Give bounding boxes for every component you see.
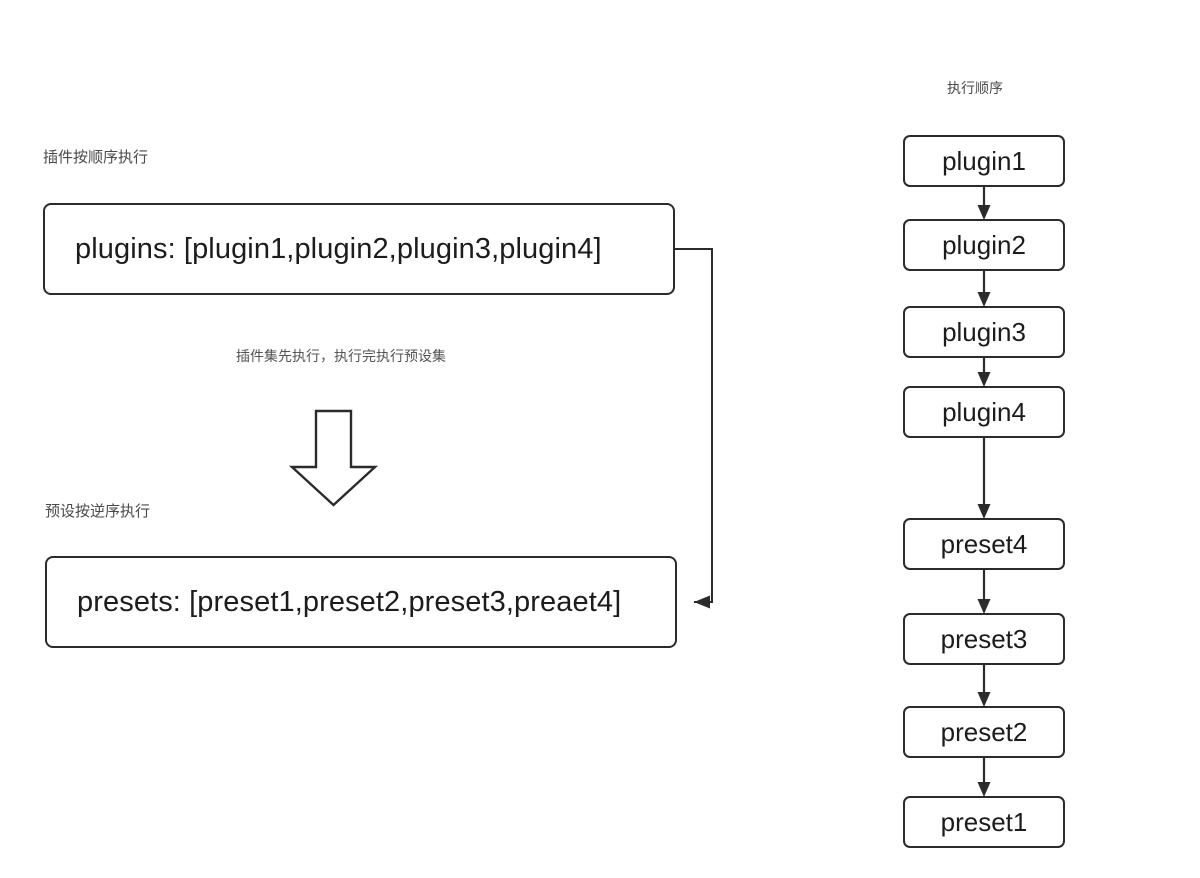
flow-node-plugin3: plugin3 bbox=[903, 306, 1065, 358]
down-arrow-icon-4 bbox=[977, 438, 991, 519]
flow-node-preset3: preset3 bbox=[903, 613, 1065, 665]
flow-node-label: plugin3 bbox=[942, 316, 1026, 347]
flow-node-preset4: preset4 bbox=[903, 518, 1065, 570]
block-down-arrow-icon bbox=[288, 409, 379, 507]
flow-node-label: plugin1 bbox=[942, 145, 1026, 176]
flow-node-preset1: preset1 bbox=[903, 796, 1065, 848]
flow-node-plugin2: plugin2 bbox=[903, 219, 1065, 271]
flow-node-label: preset1 bbox=[940, 806, 1028, 837]
presets-code-box: presets: [preset1,preset2,preset3,preaet… bbox=[45, 556, 677, 648]
flow-node-label: plugin2 bbox=[942, 229, 1026, 260]
down-arrow-icon-2 bbox=[977, 271, 991, 307]
presets-caption: 预设按逆序执行 bbox=[45, 503, 151, 520]
flow-node-plugin1: plugin1 bbox=[903, 135, 1065, 187]
plugins-code-text: plugins: [plugin1,plugin2,plugin3,plugin… bbox=[75, 232, 602, 265]
presets-code-text: presets: [preset1,preset2,preset3,preaet… bbox=[77, 585, 622, 618]
execution-order-title: 执行顺序 bbox=[947, 80, 1003, 96]
flow-node-label: preset4 bbox=[940, 528, 1028, 559]
down-arrow-icon-5 bbox=[977, 570, 991, 614]
flow-node-label: preset2 bbox=[940, 716, 1028, 747]
elbow-arrow-icon bbox=[675, 248, 713, 609]
middle-caption: 插件集先执行，执行完执行预设集 bbox=[236, 348, 446, 364]
flow-node-preset2: preset2 bbox=[903, 706, 1065, 758]
down-arrow-icon-3 bbox=[977, 358, 991, 387]
down-arrow-icon-6 bbox=[977, 665, 991, 707]
flow-node-label: plugin4 bbox=[942, 396, 1026, 427]
plugins-code-box: plugins: [plugin1,plugin2,plugin3,plugin… bbox=[43, 203, 675, 295]
down-arrow-icon-1 bbox=[977, 187, 991, 220]
plugins-caption: 插件按顺序执行 bbox=[43, 149, 149, 166]
down-arrow-icon-7 bbox=[977, 758, 991, 797]
flow-node-label: preset3 bbox=[940, 623, 1028, 654]
flow-node-plugin4: plugin4 bbox=[903, 386, 1065, 438]
